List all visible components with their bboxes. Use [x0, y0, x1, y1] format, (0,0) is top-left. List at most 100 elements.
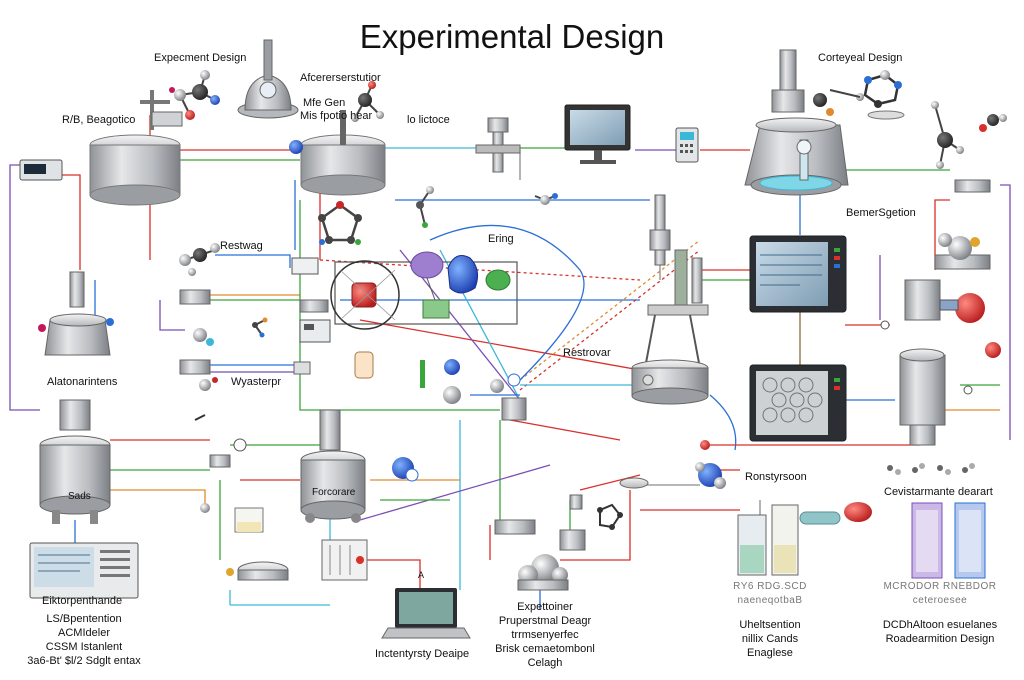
molecule-mfe: [351, 81, 384, 122]
vials-right: [911, 502, 986, 579]
diagram-title: Experimental Design: [359, 18, 665, 55]
stirred-tank: [300, 110, 386, 196]
molecule-top-left: [169, 70, 220, 120]
pipe: [709, 394, 737, 451]
code-line: naeneqotbaB: [737, 595, 803, 606]
molecule-row-right: [887, 463, 975, 475]
pipe: [429, 224, 585, 381]
keypad-device: [675, 127, 699, 163]
label-forcorare: Forcorare: [312, 487, 356, 498]
label-alatonarintens: Alatonarintens: [47, 376, 118, 388]
pipe: [934, 199, 950, 270]
coupling: [619, 477, 649, 489]
central-apparatus: [330, 251, 518, 330]
manifold-left: [179, 243, 220, 391]
pipe: [579, 474, 641, 491]
monitor-right-1: [749, 235, 847, 313]
blue-droplet: [289, 140, 303, 154]
label-restwag: Restwag: [220, 240, 263, 252]
beaker: [234, 507, 264, 533]
label-lo-lictoce: lo lictoce: [407, 114, 450, 126]
block-line: DCDhAltoon esuelanes: [882, 619, 998, 631]
block-line: ACMIdeler: [58, 627, 110, 639]
reactor-left-mid: [38, 271, 114, 356]
label-mfe-gen: Mfe Gen: [303, 97, 346, 109]
pipe: [110, 489, 206, 510]
sample-tubes: [737, 502, 872, 576]
instrument-panel: [29, 542, 139, 599]
code-line: RY6 RDG.SCD: [733, 581, 807, 592]
molecule-bottom: [597, 503, 623, 530]
pipe: [509, 419, 621, 441]
molecule-blue-cluster: [695, 440, 726, 489]
block-bottom-right-2: MCRODOR RNEBDOR ceteroesee DCDhAltoon es…: [883, 580, 997, 646]
monitor-top: [564, 104, 631, 164]
pipe-fitting-center: [501, 373, 527, 421]
pipe: [359, 464, 551, 521]
block-line: Enaglese: [747, 647, 793, 659]
pipe: [360, 559, 421, 600]
block-line: nillix Cands: [741, 633, 799, 645]
block-bottom-mid: Expettoiner Pruperstmal Deagr trrmsenyer…: [495, 600, 595, 670]
pipe: [60, 174, 81, 270]
pipe: [1000, 184, 1011, 440]
label-cevistarmante: Cevistarmante dearart: [884, 486, 993, 498]
label-wyasterpr: Wyasterpr: [231, 376, 282, 388]
block-line: LS/Bpentention: [46, 613, 122, 625]
block-bottom-left: LS/Bpentention ACMIdeler CSSM Istanlent …: [27, 612, 140, 668]
label-restrovar: Restrovar: [563, 347, 611, 359]
label-eiktorpentande: Eiktorpenthande: [42, 595, 123, 607]
molecule-far-right: [931, 101, 1007, 169]
block-line: Expettoiner: [517, 601, 573, 613]
label-inctentyrsty: Inctentyrsty Deaipe: [375, 648, 470, 660]
label-sads: Sads: [68, 491, 91, 502]
pipe: [9, 164, 40, 411]
block-line: CSSM Istanlent: [45, 641, 123, 653]
pump-assembly-right: [880, 233, 1001, 446]
label-afterersetutor: Afcererserstutior: [300, 72, 381, 84]
reactor-top: [237, 39, 299, 119]
code-line: ceteroesee: [912, 595, 968, 606]
pipe-network: [9, 115, 1011, 610]
center-vial: [354, 351, 504, 404]
molecule-top-right: [813, 70, 905, 120]
rack-device: [321, 539, 368, 581]
block-line: 3a6-Bt' $l/2 Sdglt entax: [27, 655, 141, 667]
molecule-mid: [534, 193, 558, 205]
molecule-ring: [318, 201, 362, 245]
connector-right: [954, 179, 991, 193]
storage-tank-left: [89, 134, 181, 206]
label-corteyeal-design: Corteyeal Design: [818, 52, 903, 64]
petri-dish: [226, 561, 289, 581]
pipe: [560, 490, 631, 561]
monitor-right-2: [749, 364, 847, 442]
pipe: [319, 259, 641, 281]
valve-column: [475, 117, 521, 173]
lab-stand: [140, 90, 183, 130]
label-ronstyrsoon: Ronstyrsoon: [745, 471, 807, 483]
block-line: Uheltsention: [739, 619, 801, 631]
blue-bulb: [392, 457, 419, 482]
label-expecment-design: Expecment Design: [154, 52, 247, 64]
valve-gauge-left: [194, 414, 247, 513]
block-line: Brisk cemaetombonl: [495, 643, 595, 655]
tripod-vessel: [631, 194, 709, 405]
label-bemer-sgetion: BemerSgetion: [846, 207, 916, 219]
instrument-box: [291, 257, 331, 375]
code-line: MCRODOR RNEBDOR: [883, 581, 997, 592]
label-rd-beagotico: R/B, Beagotico: [62, 114, 136, 126]
molecule-small-top: [416, 186, 434, 228]
block-line: Roadearmition Design: [885, 633, 995, 645]
laptop: [381, 588, 471, 639]
pipe: [519, 249, 701, 391]
block-line: Pruperstmal Deagr: [498, 615, 592, 627]
vessel-sads: [39, 399, 111, 524]
pipe: [359, 319, 641, 371]
block-line: trrmsenyerfec: [511, 629, 579, 641]
molecule-tiny: [252, 317, 268, 338]
label-mis-fpotio: Mis fpotio hear: [300, 110, 373, 122]
vessel-forcorare: [300, 409, 366, 523]
pipe: [159, 300, 185, 331]
label-ering: Ering: [488, 233, 514, 245]
